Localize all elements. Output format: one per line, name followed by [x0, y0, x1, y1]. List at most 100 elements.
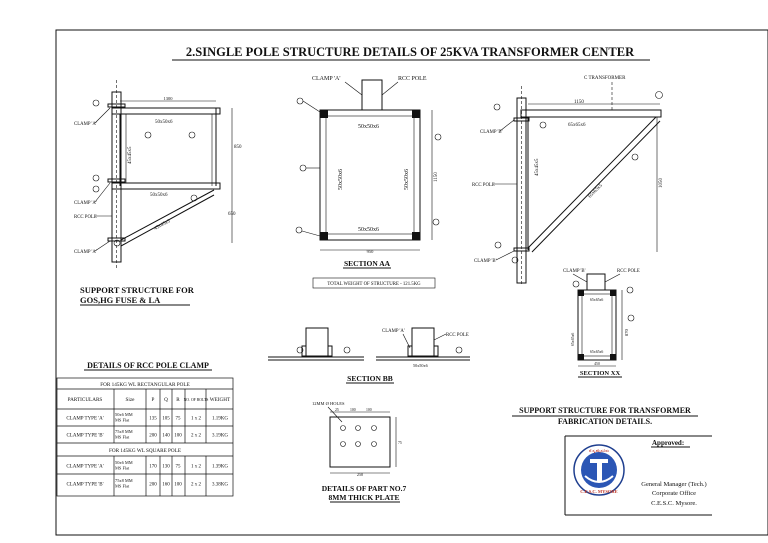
table-cell: 75x8 MM [115, 429, 133, 434]
svg-text:RCC POLE: RCC POLE [74, 215, 97, 220]
section-aa-view: 50x50x6 50x50x6 50x50x6 50x50x6 1150 950… [295, 76, 442, 289]
svg-text:250: 250 [357, 472, 363, 477]
svg-text:CLAMP 'B': CLAMP 'B' [563, 269, 586, 274]
clamp-table-group2-title: FOR 145KG WL SQUARE POLE [109, 448, 181, 454]
svg-text:1050: 1050 [659, 178, 664, 189]
svg-text:CLAMP 'A': CLAMP 'A' [74, 201, 97, 206]
svg-text:ಸೆ.ಸ್ಕ.ಮೈಸೂರು: ಸೆ.ಸ್ಕ.ಮೈಸೂರು [589, 448, 610, 454]
approver-org: C.E.S.C. Mysore. [651, 500, 697, 507]
svg-text:870: 870 [624, 329, 629, 337]
table-cell: 2 x 2 [191, 483, 202, 488]
svg-text:65x65x6: 65x65x6 [590, 298, 603, 302]
svg-text:1150: 1150 [434, 172, 439, 182]
svg-text:C.E.S.C. MYSORE: C.E.S.C. MYSORE [580, 489, 617, 494]
table-cell: 130 [162, 465, 170, 470]
right-transformer-structure-view: C TRANSFORMER 1150 1050 65x65x6 45x45x5 … [472, 76, 664, 285]
table-header: NO. OF BOLTS [184, 398, 209, 402]
left-view-caption-line1: SUPPORT STRUCTURE FOR [80, 285, 195, 295]
table-cell: 50x6 MM [115, 412, 133, 417]
approved-label: Approved: [652, 439, 684, 447]
approver-title: General Manager (Tech.) [641, 481, 706, 488]
svg-text:45x45x5: 45x45x5 [128, 146, 133, 164]
svg-text:450: 450 [594, 362, 600, 366]
table-cell: 1 x 2 [191, 465, 202, 470]
svg-text:CLAMP 'A': CLAMP 'A' [382, 329, 405, 334]
table-cell: 3.38KG [212, 483, 228, 488]
section-aa-caption: SECTION AA [344, 259, 391, 268]
svg-text:100: 100 [366, 408, 372, 412]
table-cell: 140 [162, 434, 170, 439]
approval-block: Approved: ಸೆ.ಸ್ಕ.ಮೈಸೂರು C.E.S.C. MYSORE … [564, 435, 712, 516]
table-cell: CLAMP TYPE 'A' [66, 465, 103, 470]
svg-text:RCC POLE: RCC POLE [472, 183, 495, 188]
table-cell: 170 [149, 465, 157, 470]
svg-text:1150: 1150 [574, 100, 584, 105]
svg-text:50x50x6: 50x50x6 [155, 120, 173, 125]
svg-text:650: 650 [228, 212, 236, 217]
section-xx-caption: SECTION XX [580, 370, 621, 377]
table-header: WEIGHT [210, 397, 231, 403]
table-header: P [152, 397, 155, 403]
table-header: Size [126, 397, 136, 403]
section-bb-view: CLAMP 'A' RCC POLE 50x50x6 SECTION BB [268, 327, 470, 384]
right-view-caption-line2: FABRICATION DETAILS. [558, 417, 652, 426]
table-cell: 1 x 2 [191, 417, 202, 422]
table-cell: CLAMP TYPE 'B' [66, 483, 103, 488]
svg-text:65x65x6: 65x65x6 [568, 123, 586, 128]
svg-text:CLAMP 'B': CLAMP 'B' [474, 259, 497, 264]
table-cell: MS Flat [115, 466, 130, 471]
table-cell: CLAMP TYPE 'B' [66, 434, 103, 439]
section-xx-view: 65x65x6 65x65x6 65x65x6 CLAMP 'B' RCC PO… [512, 269, 698, 426]
table-cell: CLAMP TYPE 'A' [66, 417, 103, 422]
clamp-table-group1-title: FOR 145KG WL RECTANGULAR POLE [100, 382, 190, 388]
table-cell: MS Flat [115, 418, 130, 423]
table-cell: 75x8 MM [115, 478, 133, 483]
svg-text:50x50x6: 50x50x6 [338, 169, 344, 190]
table-cell: 75 [176, 417, 182, 422]
table-cell: 100 [174, 434, 182, 439]
weight-note-box [312, 277, 436, 289]
table-cell: MS Flat [115, 435, 130, 440]
svg-text:65x65x6: 65x65x6 [571, 333, 575, 346]
svg-text:CLAMP 'B': CLAMP 'B' [480, 130, 503, 135]
weight-note: TOTAL WEIGHT OF STRUCTURE - 121.5KG [327, 282, 421, 287]
right-view-caption-line1: SUPPORT STRUCTURE FOR TRANSFORMER [519, 406, 691, 415]
svg-text:RCC POLE: RCC POLE [398, 76, 427, 82]
left-support-structure-view: 1300 850 650 50x50x6 50x50x6 45x45x5 45x… [74, 80, 242, 306]
svg-text:CLAMP 'A': CLAMP 'A' [312, 76, 340, 82]
approver-office: Corporate Office [652, 490, 696, 497]
drawing-title: 2.SINGLE POLE STRUCTURE DETAILS OF 25KVA… [186, 45, 635, 59]
svg-text:50x50x6: 50x50x6 [413, 363, 428, 368]
section-bb-caption: SECTION BB [347, 374, 393, 383]
svg-text:C TRANSFORMER: C TRANSFORMER [584, 76, 626, 81]
svg-text:50x50x6: 50x50x6 [358, 124, 379, 130]
table-cell: 105 [162, 417, 170, 422]
part-7-detail: 12MM Ø HOLES 25 100 100 75 250 DETAILS O… [312, 401, 406, 503]
svg-text:950: 950 [367, 249, 375, 254]
svg-text:CLAMP 'A': CLAMP 'A' [74, 250, 97, 255]
svg-text:1300: 1300 [164, 96, 174, 101]
svg-text:850: 850 [234, 145, 242, 150]
sheet-border [55, 29, 768, 536]
svg-text:50x50x6: 50x50x6 [150, 193, 168, 198]
table-cell: 75 [176, 465, 182, 470]
table-cell: 2 x 2 [191, 434, 202, 439]
svg-text:50x50x6: 50x50x6 [404, 169, 410, 190]
svg-text:75: 75 [398, 441, 402, 445]
clamp-table-heading: DETAILS OF RCC POLE CLAMP [87, 361, 209, 370]
svg-text:100: 100 [350, 408, 356, 412]
left-view-caption-line2: GOS,HG FUSE & LA [80, 295, 161, 305]
table-cell: 1.19KG [212, 417, 228, 422]
table-cell: 100 [174, 483, 182, 488]
table-cell: 3.19KG [212, 434, 228, 439]
svg-text:50x50x6: 50x50x6 [358, 227, 379, 233]
table-cell: 1.39KG [212, 465, 228, 470]
table-cell: 50x6 MM [115, 460, 133, 465]
part-7-caption-line2: 8MM THICK PLATE [329, 493, 400, 502]
svg-text:45x45x5: 45x45x5 [535, 158, 540, 176]
table-cell: MS Flat [115, 484, 130, 489]
table-cell: 135 [149, 417, 157, 422]
svg-text:RCC POLE: RCC POLE [617, 269, 640, 274]
